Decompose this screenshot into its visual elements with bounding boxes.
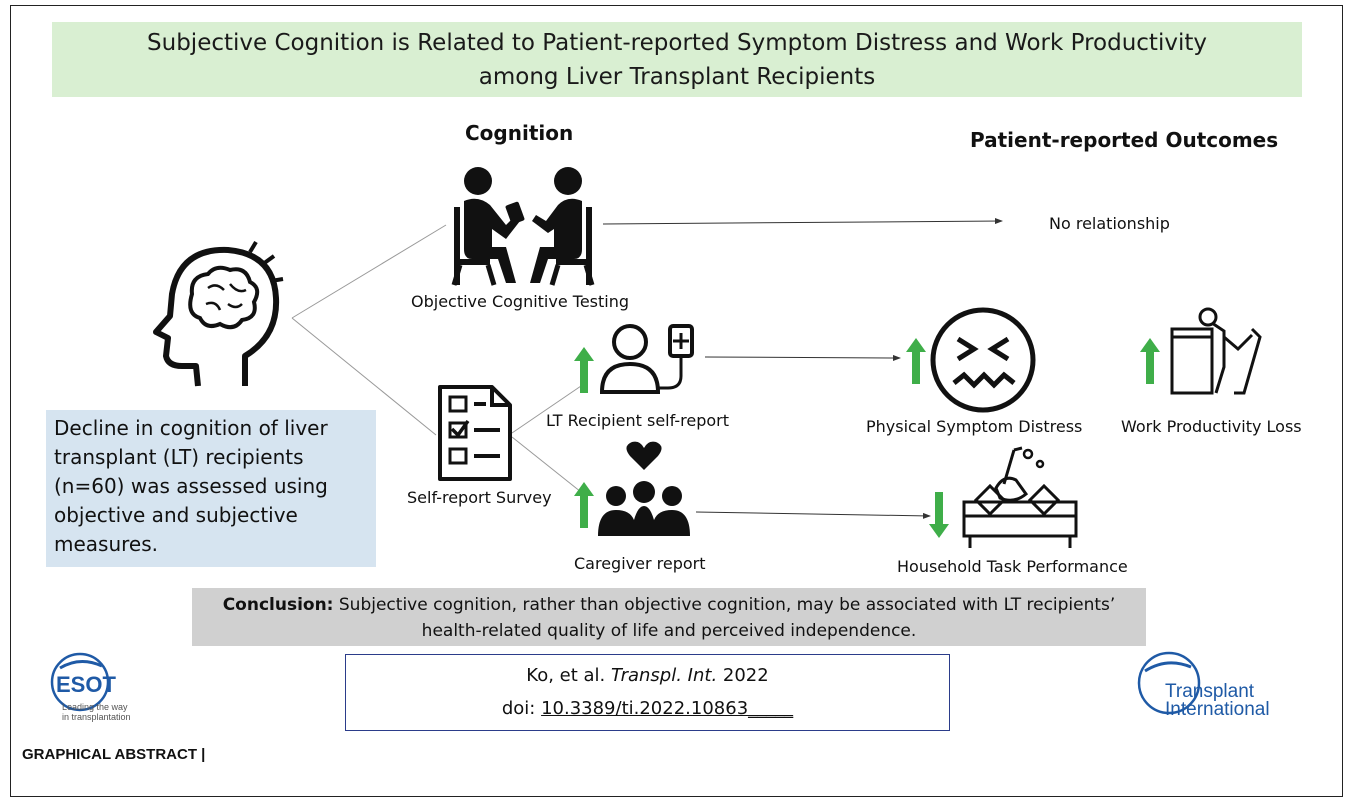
work-loss-label: Work Productivity Loss xyxy=(1121,417,1302,436)
family-heart-icon xyxy=(598,441,690,536)
line-to-self-report xyxy=(511,385,582,434)
up-arrow-icon xyxy=(906,338,926,384)
title-banner: Subjective Cognition is Related to Patie… xyxy=(52,22,1302,97)
ti-line-2: International xyxy=(1165,699,1270,720)
line-to-survey xyxy=(291,317,437,436)
household-cleaning-icon xyxy=(962,446,1078,548)
abstract-frame xyxy=(10,5,1343,797)
outcomes-header: Patient-reported Outcomes xyxy=(970,128,1279,152)
checklist-icon xyxy=(438,385,512,481)
esot-name: ESOT xyxy=(56,672,116,697)
physical-distress-label: Physical Symptom Distress xyxy=(866,417,1083,436)
up-arrow-icon xyxy=(574,482,594,528)
patient-iv-icon xyxy=(599,324,694,394)
esot-tagline-2: in transplantation xyxy=(62,712,131,722)
citation-line: Ko, et al. Transpl. Int. 2022 xyxy=(346,659,949,692)
caregiver-report-label: Caregiver report xyxy=(574,554,706,573)
conclusion-box: Conclusion: Subjective cognition, rather… xyxy=(192,588,1146,646)
objective-arrow xyxy=(602,218,1003,225)
doi-label: doi: xyxy=(501,698,542,719)
interview-people-icon xyxy=(451,167,595,286)
esot-tagline-1: Leading the way xyxy=(62,702,128,712)
citation-authors: Ko, et al. xyxy=(526,665,611,686)
citation-journal: Transpl. Int. xyxy=(610,665,718,686)
cognition-header: Cognition xyxy=(465,121,574,145)
household-task-label: Household Task Performance xyxy=(897,557,1128,576)
title-line-1: Subjective Cognition is Related to Patie… xyxy=(147,30,1207,56)
title-line-2: among Liver Transplant Recipients xyxy=(478,64,876,90)
caregiver-arrow xyxy=(695,511,931,519)
conclusion-text: Subjective cognition, rather than object… xyxy=(333,595,1116,641)
objective-testing-label: Objective Cognitive Testing xyxy=(411,292,630,311)
doi-line: doi: 10.3389/ti.2022.10863_____ xyxy=(346,692,949,725)
ti-line-1: Transplant xyxy=(1165,681,1255,702)
transplant-international-logo: Transplant International xyxy=(1137,651,1270,720)
line-to-caregiver xyxy=(511,436,582,493)
citation-year: 2022 xyxy=(717,665,769,686)
dizzy-face-icon xyxy=(930,307,1036,413)
decline-description-box: Decline in cognition of liver transplant… xyxy=(46,410,376,567)
line-to-objective xyxy=(291,224,447,319)
self-report-arrow xyxy=(704,354,901,361)
down-arrow-icon xyxy=(929,492,949,538)
no-relationship-label: No relationship xyxy=(1049,214,1170,233)
conclusion-label: Conclusion: xyxy=(222,595,334,615)
doi-link[interactable]: 10.3389/ti.2022.10863_____ xyxy=(541,698,794,719)
head-brain-icon xyxy=(153,240,284,387)
citation-box: Ko, et al. Transpl. Int. 2022 doi: 10.33… xyxy=(345,654,950,731)
up-arrow-icon xyxy=(1140,338,1160,384)
up-arrow-icon xyxy=(574,347,594,393)
self-report-survey-label: Self-report Survey xyxy=(407,488,552,507)
desk-worker-icon xyxy=(1170,307,1262,395)
graphical-abstract-footer: GRAPHICAL ABSTRACT | xyxy=(22,746,206,763)
lt-self-report-label: LT Recipient self-report xyxy=(546,411,730,430)
esot-logo: ESOT Leading the way in transplantation xyxy=(50,652,131,722)
